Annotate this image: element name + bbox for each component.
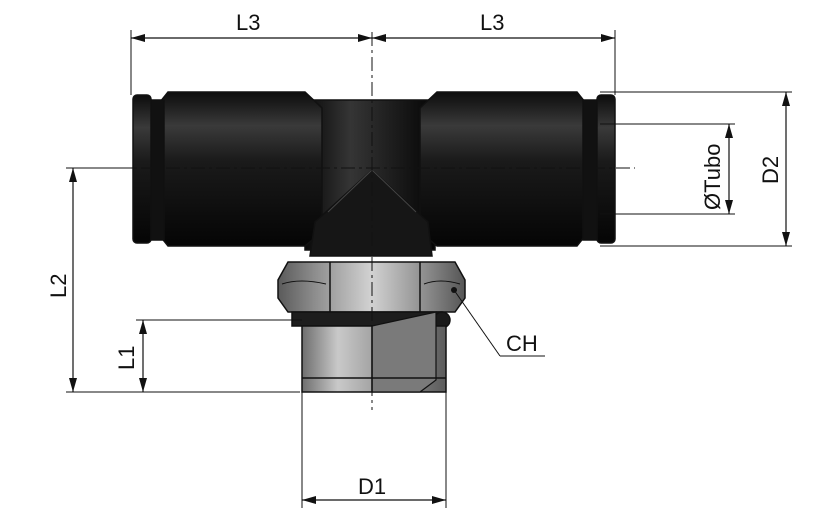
label-tubo: ØTubo	[700, 144, 725, 210]
label-l2: L2	[46, 274, 71, 298]
left-barrel	[159, 91, 323, 247]
left-collet-ring	[149, 99, 165, 241]
threaded-stud	[301, 311, 447, 393]
left-collet-cap	[132, 94, 152, 244]
dimension-d2	[600, 91, 792, 247]
leader-ch	[453, 289, 545, 357]
right-collet-cap	[596, 94, 616, 244]
dimension-l3	[130, 30, 616, 95]
dimension-tubo	[600, 123, 735, 215]
stud-cut	[371, 311, 437, 393]
cone	[309, 168, 433, 257]
label-d2: D2	[758, 156, 783, 184]
right-barrel	[419, 91, 586, 247]
label-l3-left: L3	[236, 10, 260, 35]
label-ch: CH	[506, 331, 538, 356]
right-collet-ring	[582, 99, 598, 241]
tee-body	[132, 91, 616, 257]
dimension-l1	[136, 319, 302, 392]
dimension-l2	[66, 167, 300, 393]
label-d1: D1	[358, 474, 386, 499]
label-l3-right: L3	[480, 10, 504, 35]
hex-nut	[277, 261, 466, 329]
dimension-d1	[301, 392, 447, 508]
label-l1: L1	[114, 346, 139, 370]
